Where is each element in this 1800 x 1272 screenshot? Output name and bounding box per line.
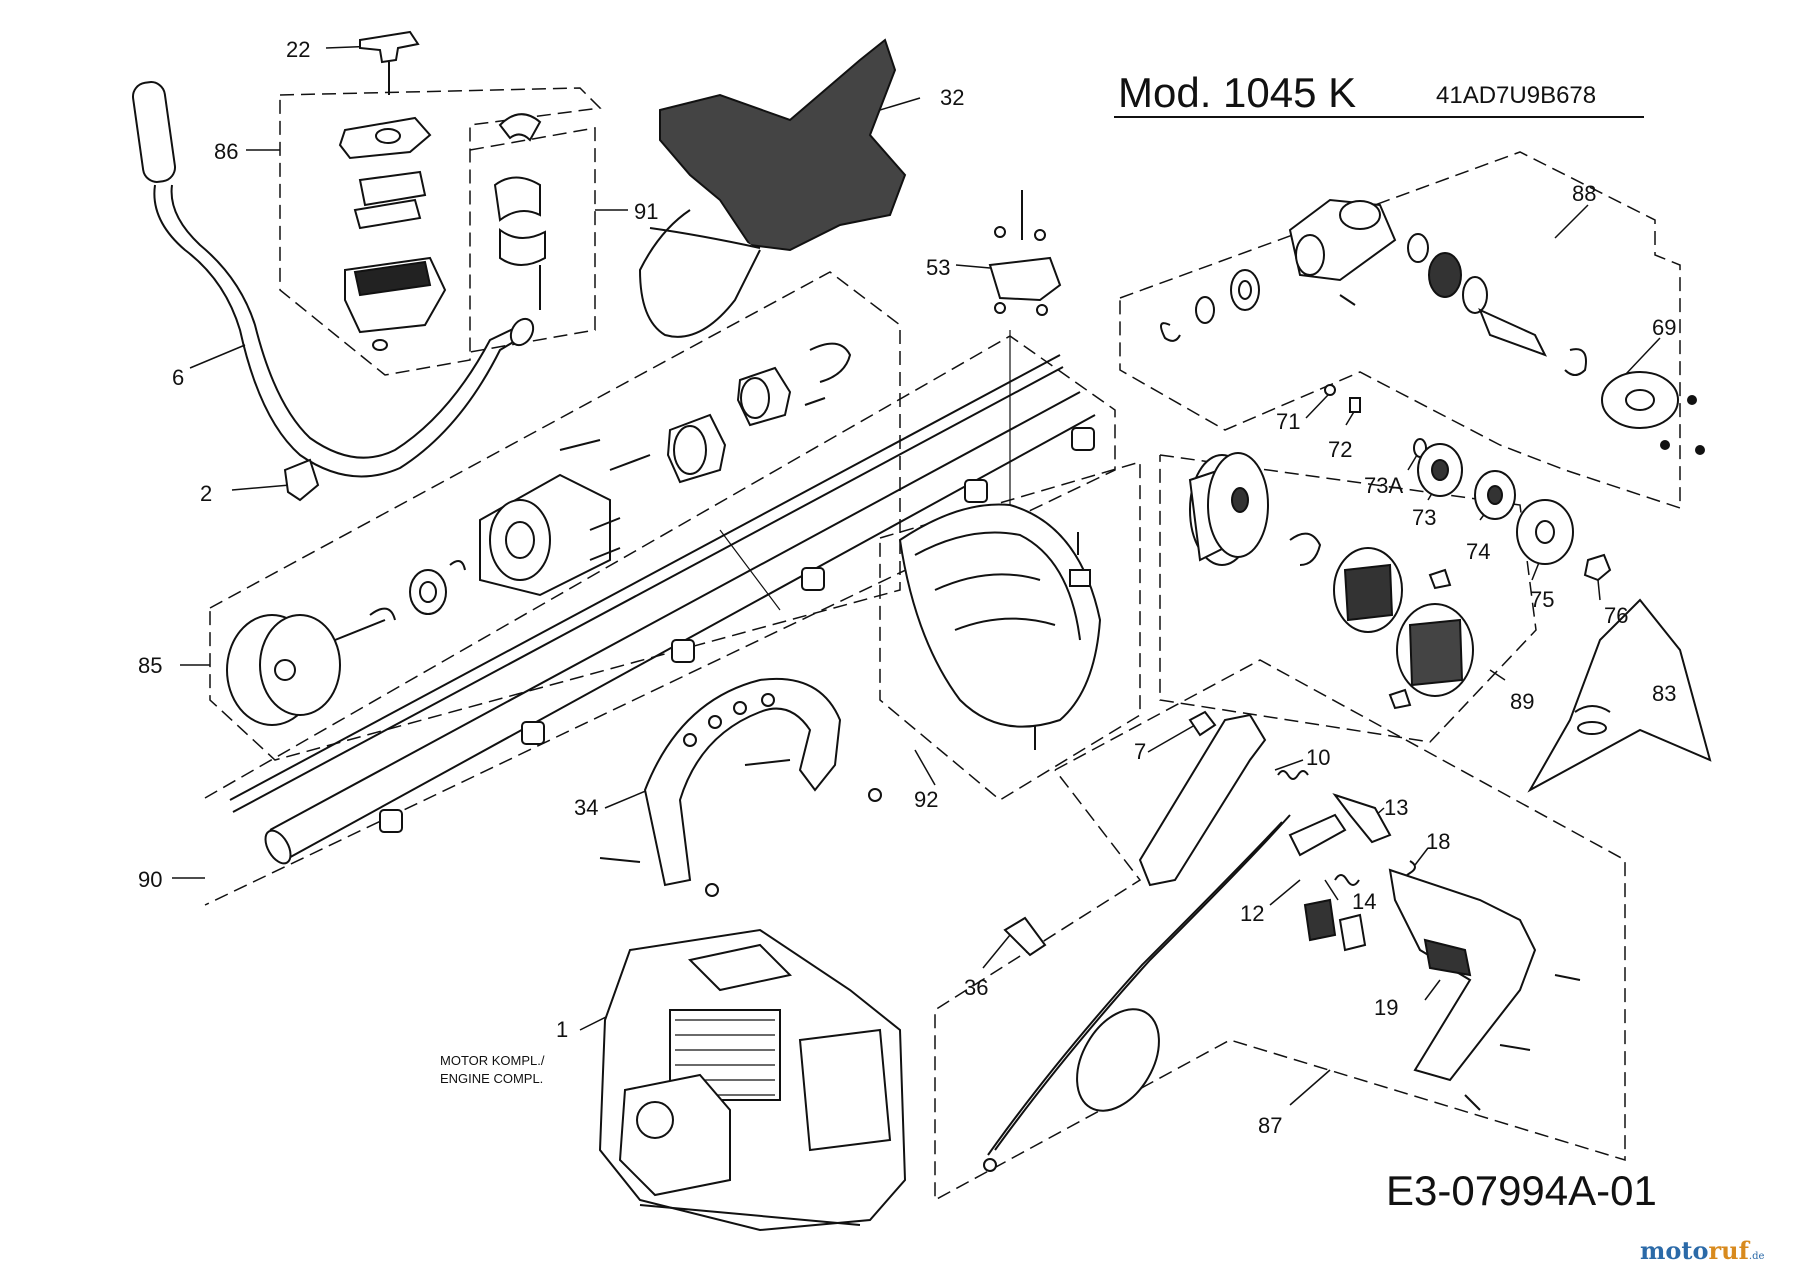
- part-label-13: 13: [1384, 795, 1409, 820]
- part-90-shaft-tube: [264, 391, 1096, 865]
- part-10-spring: [1277, 770, 1309, 780]
- part-91-clamp-halves: [493, 113, 546, 310]
- part-label-83: 83: [1652, 681, 1677, 706]
- brand-part-3: .de: [1748, 1251, 1765, 1262]
- part-6-handle-bar: [132, 81, 535, 478]
- part-89-trimmer-head: [1188, 452, 1474, 710]
- part-90-spacer-bushings: [379, 427, 1095, 833]
- part-90-drive-shaft: [229, 354, 1064, 813]
- part-label-22: 22: [286, 37, 311, 62]
- part-53-bracket: [988, 190, 1062, 316]
- part-label-7: 7: [1134, 739, 1147, 764]
- part-label-34: 34: [574, 795, 599, 820]
- group-85-outline: [209, 271, 901, 761]
- part-label-91: 91: [634, 199, 659, 224]
- part-label-32: 32: [940, 85, 965, 110]
- part-22-knob: [359, 30, 420, 95]
- part-label-87: 87: [1258, 1113, 1283, 1138]
- part-73-disc: [1417, 443, 1463, 497]
- part-label-10: 10: [1306, 745, 1331, 770]
- part-label-92: 92: [914, 787, 939, 812]
- part-label-86: 86: [214, 139, 239, 164]
- part-92-guard: [898, 503, 1102, 750]
- part-2-clip: [283, 458, 320, 502]
- part-label-76: 76: [1604, 603, 1629, 628]
- part-label-74: 74: [1466, 539, 1491, 564]
- part-label-89: 89: [1510, 689, 1535, 714]
- part-1-engine: [598, 928, 907, 1232]
- part-14-spring: [1334, 874, 1360, 886]
- part-label-53: 53: [926, 255, 951, 280]
- part-74-washer: [1474, 470, 1516, 520]
- part-12-trigger: [1288, 813, 1347, 857]
- leader-lines: [172, 45, 1661, 1106]
- part-7-handle-half: [1138, 710, 1267, 887]
- model-code: 41AD7U9B678: [1436, 82, 1597, 109]
- group-92-outline: [879, 460, 1141, 801]
- group-86-outline: [279, 87, 602, 376]
- part-label-19: 19: [1374, 995, 1399, 1020]
- part-label-75: 75: [1530, 587, 1555, 612]
- part-85-gear-housing: [479, 439, 651, 597]
- part-36-bracket: [1003, 916, 1047, 957]
- part-85-bushings: [666, 342, 852, 484]
- group-91-outline: [469, 127, 596, 353]
- part-19-grip-half: [1388, 868, 1581, 1111]
- part-label-36: 36: [964, 975, 989, 1000]
- group-88-outline: [1119, 151, 1681, 510]
- drawing-number: E3-07994A-01: [1386, 1167, 1657, 1214]
- part-86-clamp: [338, 116, 447, 351]
- part-label-69: 69: [1652, 315, 1677, 340]
- part-label-71: 71: [1276, 409, 1301, 434]
- part-72-screw: [1349, 397, 1361, 413]
- motor-note-line-2: ENGINE COMPL.: [440, 1071, 544, 1086]
- part-87-throttle-cable: [983, 814, 1367, 1172]
- part-label-72: 72: [1328, 437, 1353, 462]
- part-88-gear-head: [1160, 198, 1587, 376]
- part-label-90: 90: [138, 867, 163, 892]
- part-34-loop-handle: [599, 677, 882, 897]
- part-85-clutch-drum: [226, 560, 466, 726]
- part-label-73: 73: [1412, 505, 1437, 530]
- part-label-14: 14: [1352, 889, 1377, 914]
- part-76-nut: [1583, 553, 1612, 582]
- part-label-85: 85: [138, 653, 163, 678]
- motor-note: MOTOR KOMPL./ ENGINE COMPL.: [440, 1052, 545, 1088]
- part-71-screw: [1324, 384, 1336, 396]
- part-label-88: 88: [1572, 181, 1597, 206]
- brand-part-1: moto: [1640, 1236, 1709, 1265]
- group-87-outline: [934, 659, 1626, 1202]
- part-label-18: 18: [1426, 829, 1451, 854]
- part-83-blade: [1527, 598, 1712, 793]
- part-label-1: 1: [556, 1017, 569, 1042]
- part-13-lever: [1332, 793, 1392, 844]
- part-label-2: 2: [200, 481, 213, 506]
- motor-note-line-1: MOTOR KOMPL./: [440, 1053, 545, 1068]
- part-75-plate: [1516, 499, 1574, 565]
- brand-part-2: ruf: [1708, 1236, 1749, 1265]
- part-label-73A: 73A: [1364, 473, 1404, 498]
- part-label-6: 6: [172, 365, 185, 390]
- brand-logo[interactable]: motoruf.de: [1640, 1236, 1764, 1265]
- group-90-outline: [204, 335, 1116, 906]
- part-32-harness: [638, 38, 907, 338]
- part-69-flange: [1601, 371, 1705, 455]
- group-89-outline: [1159, 454, 1537, 743]
- assembly-group-outlines: [204, 87, 1681, 1202]
- title-underline: [1114, 116, 1644, 118]
- part-label-12: 12: [1240, 901, 1265, 926]
- model-title: Mod. 1045 K: [1118, 69, 1357, 116]
